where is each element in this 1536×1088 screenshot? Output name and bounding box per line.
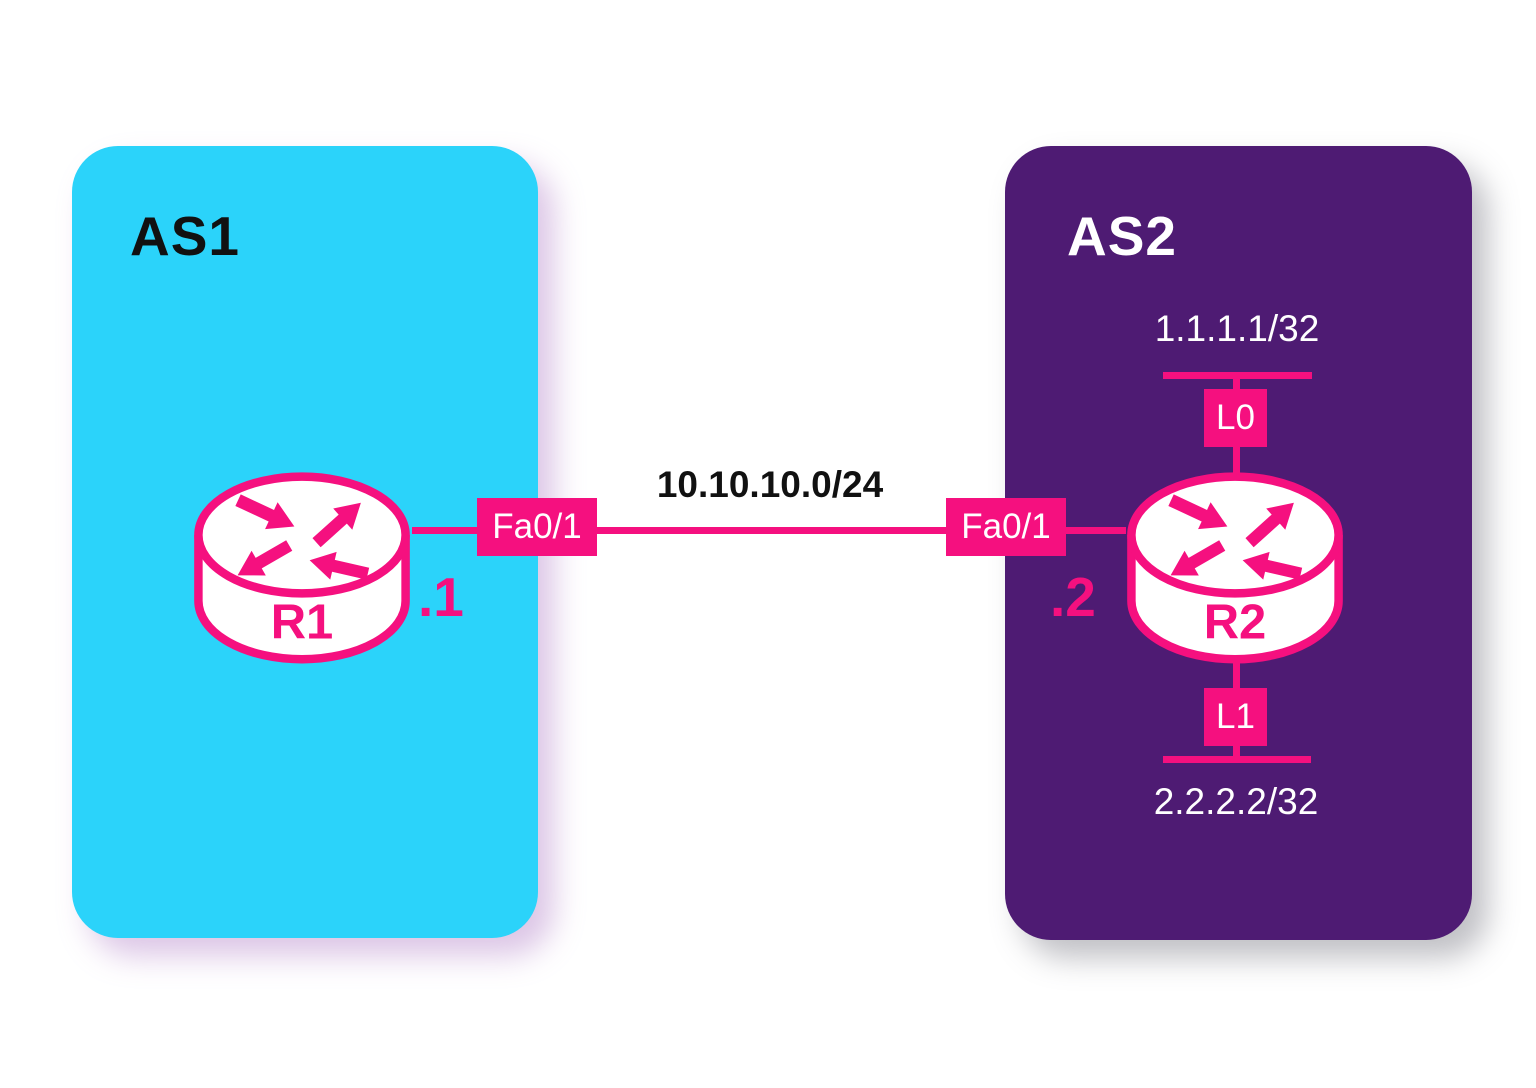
- r1-interface-label: Fa0/1: [492, 507, 582, 546]
- as2-region: AS2: [1005, 146, 1472, 940]
- r2-interface-label: Fa0/1: [961, 507, 1051, 546]
- loopback0-badge: L0: [1204, 389, 1267, 447]
- router-r2-name: R2: [1204, 596, 1267, 650]
- link-line: [412, 527, 1126, 534]
- r2-interface-badge: Fa0/1: [946, 498, 1066, 556]
- r1-interface-badge: Fa0/1: [477, 498, 597, 556]
- router-arrows-icon: [1168, 494, 1303, 580]
- loopback1-label: L1: [1216, 697, 1255, 736]
- router-r1-icon: R1: [194, 472, 410, 664]
- loopback1-tbar: [1163, 756, 1311, 763]
- router-r2-icon: R2: [1127, 472, 1343, 664]
- router-r1-name: R1: [271, 596, 334, 650]
- r2-link-ip-suffix: .2: [1050, 566, 1096, 628]
- loopback0-label: L0: [1216, 398, 1255, 437]
- loopback1-badge: L1: [1204, 688, 1267, 746]
- as1-label: AS1: [130, 205, 240, 267]
- loopback1-ip: 2.2.2.2/32: [1153, 781, 1319, 822]
- link-subnet-label: 10.10.10.0/24: [656, 464, 884, 505]
- as2-label: AS2: [1067, 205, 1177, 267]
- r1-link-ip-suffix: .1: [418, 566, 464, 628]
- loopback0-ip: 1.1.1.1/32: [1154, 308, 1320, 349]
- router-arrows-icon: [235, 494, 370, 580]
